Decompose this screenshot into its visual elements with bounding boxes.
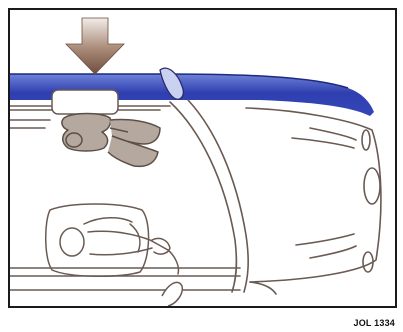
lower-seat-outline (46, 204, 179, 276)
seat-cushion (52, 90, 118, 114)
down-arrow-icon (66, 18, 124, 74)
figure-reference-code: JOL 1334 (354, 318, 395, 328)
seated-occupant-icon (62, 114, 160, 167)
diagram-frame (8, 8, 397, 308)
lower-mirror (162, 282, 182, 306)
car-top-view (10, 10, 395, 306)
